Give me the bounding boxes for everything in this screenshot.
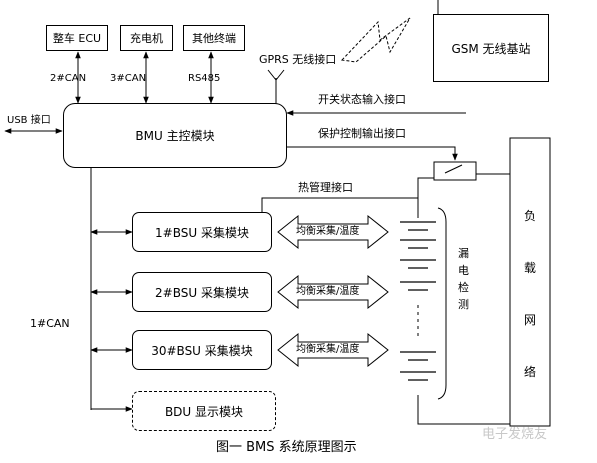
can3-label: 3#CAN bbox=[110, 73, 147, 84]
bsu-module-2: 2#BSU 采集模块 bbox=[132, 272, 272, 312]
balance-label-30: 均衡采集/温度 bbox=[296, 344, 360, 355]
bsu-module-30: 30#BSU 采集模块 bbox=[132, 330, 272, 370]
vehicle-ecu-box: 整车 ECU bbox=[46, 25, 108, 51]
bsu-module-1: 1#BSU 采集模块 bbox=[132, 212, 272, 252]
figure-caption: 图一 BMS 系统原理图示 bbox=[216, 440, 357, 455]
gsm-station-box: GSM 无线基站 bbox=[433, 14, 549, 82]
thermal-label: 热管理接口 bbox=[298, 181, 353, 194]
balance-label-1: 均衡采集/温度 bbox=[296, 226, 360, 237]
balance-label-2: 均衡采集/温度 bbox=[296, 286, 360, 297]
watermark-logo: 电子发烧友 bbox=[482, 427, 548, 442]
load-network-label: 负 载 网 络 bbox=[524, 209, 537, 379]
switch-input-label: 开关状态输入接口 bbox=[318, 93, 406, 106]
usb-label: USB 接口 bbox=[7, 115, 51, 126]
rs485-label: RS485 bbox=[188, 73, 221, 84]
protect-output-label: 保护控制输出接口 bbox=[318, 127, 406, 140]
can1-label: 1#CAN bbox=[30, 317, 70, 330]
can2-label: 2#CAN bbox=[50, 73, 87, 84]
leakage-detection-label: 漏 电 检 测 bbox=[458, 247, 469, 311]
gprs-label: GPRS 无线接口 bbox=[259, 53, 337, 66]
other-terminal-box: 其他终端 bbox=[183, 25, 245, 51]
bdu-display-box: BDU 显示模块 bbox=[132, 391, 276, 431]
charger-box: 充电机 bbox=[120, 25, 173, 51]
bmu-main-box: BMU 主控模块 bbox=[63, 103, 287, 168]
